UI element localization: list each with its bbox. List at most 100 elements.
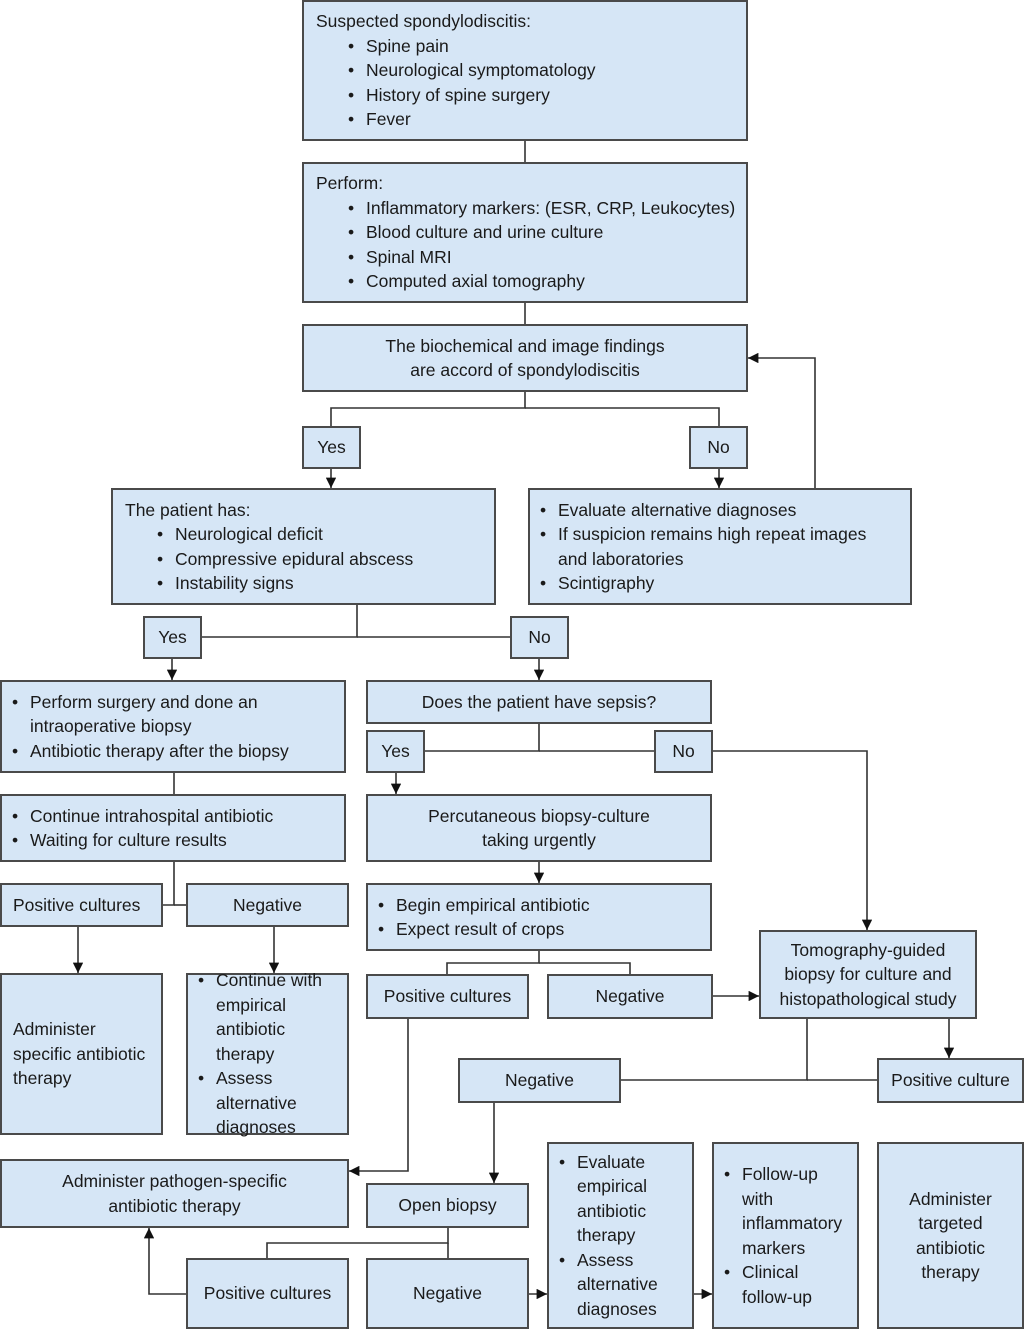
list-item: Scintigraphy (536, 571, 900, 596)
targeted-line-2: targeted (918, 1213, 983, 1233)
empirical-antibiotic-box: Begin empirical antibioticExpect result … (366, 883, 712, 951)
arrow-connector (713, 750, 873, 930)
percutaneous-line-2: taking urgently (482, 830, 596, 850)
pathogen-specific-antibiotic-box: Administer pathogen-specific antibiotic … (0, 1159, 349, 1228)
positive-cultures-1-box: Positive cultures (0, 883, 163, 927)
line-connector (330, 392, 526, 426)
patient-yes-label: Yes (143, 616, 202, 659)
alt-diag-list: Evaluate alternative diagnosesIf suspici… (536, 498, 900, 596)
continue-empirical-list: Continue with empirical antibiotic thera… (194, 968, 341, 1140)
specific-antibiotic-box: Administer specific antibiotic therapy (0, 973, 163, 1135)
patient-has-box: The patient has: Neurological deficitCom… (111, 488, 496, 605)
targeted-antibiotic-box: Administer targeted antibiotic therapy (877, 1142, 1024, 1329)
perform-tests-box: Perform: Inflammatory markers: (ESR, CRP… (302, 162, 748, 303)
targeted-line-1: Administer (909, 1188, 992, 1209)
findings-box: The biochemical and image findings are a… (302, 324, 748, 392)
positive-culture-text: Positive culture (891, 1070, 1010, 1091)
no-text: No (707, 437, 730, 458)
negative-text: Negative (504, 1070, 575, 1091)
yes-text: Yes (317, 437, 346, 458)
findings-no-label: No (689, 426, 748, 469)
list-item: Continue intrahospital antibiotic (8, 804, 336, 829)
positive-cultures-text: Positive cultures (383, 986, 512, 1007)
list-item: Computed axial tomography (316, 269, 736, 294)
list-item: Neurological symptomatology (316, 58, 736, 83)
empirical-list: Begin empirical antibioticExpect result … (374, 893, 702, 942)
yes-text: Yes (158, 627, 187, 648)
list-item: Begin empirical antibiotic (374, 893, 702, 918)
list-item: Perform surgery and done an intraoperati… (8, 690, 336, 739)
patient-no-label: No (510, 616, 569, 659)
surgery-list: Perform surgery and done an intraoperati… (8, 690, 336, 764)
negative-1-box: Negative (186, 883, 349, 927)
list-item: Blood culture and urine culture (316, 220, 736, 245)
positive-culture-3-box: Positive culture (877, 1058, 1024, 1103)
targeted-line-4: therapy (921, 1262, 980, 1282)
open-biopsy-text: Open biopsy (398, 1195, 497, 1216)
surgery-box: Perform surgery and done an intraoperati… (0, 680, 346, 773)
yes-text: Yes (381, 741, 410, 762)
arrow-connector (349, 1019, 409, 1177)
specific-antibiotic-text: Administer specific antibiotic therapy (13, 1019, 146, 1089)
percutaneous-biopsy-box: Percutaneous biopsy-culture taking urgen… (366, 794, 712, 862)
positive-cultures-text: Positive cultures (203, 1283, 332, 1304)
line-connector (539, 962, 631, 974)
list-item: Expect result of crops (374, 917, 702, 942)
list-item: Spinal MRI (316, 245, 736, 270)
findings-yes-label: Yes (302, 426, 361, 469)
continue-intrahospital-box: Continue intrahospital antibioticWaiting… (0, 794, 346, 862)
patient-has-title: The patient has: (125, 499, 251, 520)
line-connector (425, 724, 540, 752)
sepsis-question-box: Does the patient have sepsis? (366, 680, 712, 724)
list-item: Continue with empirical antibiotic thera… (194, 968, 341, 1066)
pathogen-line-2: antibiotic therapy (108, 1195, 241, 1216)
no-text: No (528, 627, 551, 648)
findings-line-1: The biochemical and image findings (385, 335, 665, 356)
sepsis-no-label: No (654, 730, 713, 773)
line-connector (266, 1228, 449, 1258)
list-item: Assess alternative diagnoses (194, 1066, 341, 1140)
follow-up-box: Follow-up with inflammatory markersClini… (712, 1142, 859, 1329)
negative-3-box: Negative (458, 1058, 621, 1103)
tomography-line-3: histopathological study (779, 988, 957, 1009)
positive-cultures-2-box: Positive cultures (366, 974, 529, 1019)
tomography-line-1: Tomography-guided (790, 939, 946, 960)
follow-up-list: Follow-up with inflammatory markersClini… (720, 1162, 851, 1309)
sepsis-yes-label: Yes (366, 730, 425, 773)
positive-cultures-4-box: Positive cultures (186, 1258, 349, 1329)
continue-intra-list: Continue intrahospital antibioticWaiting… (8, 804, 336, 853)
negative-text: Negative (412, 1283, 483, 1304)
positive-cultures-text: Positive cultures (13, 894, 141, 915)
tomography-line-2: biopsy for culture and (784, 964, 952, 985)
arrow-connector (748, 352, 816, 488)
perform-list: Inflammatory markers: (ESR, CRP, Leukocy… (316, 196, 736, 294)
targeted-line-3: antibiotic (915, 1237, 986, 1258)
list-item: If suspicion remains high repeat images … (536, 522, 900, 571)
tomography-biopsy-box: Tomography-guided biopsy for culture and… (759, 930, 977, 1019)
line-connector (525, 407, 720, 426)
alternative-diagnoses-box: Evaluate alternative diagnosesIf suspici… (528, 488, 912, 605)
list-item: Follow-up with inflammatory markers (720, 1162, 851, 1260)
negative-text: Negative (232, 894, 303, 915)
continue-empirical-box: Continue with empirical antibiotic thera… (186, 968, 349, 1137)
list-item: Fever (316, 107, 736, 132)
eval-empirical-list: Evaluate empirical antibiotic therapyAss… (555, 1150, 686, 1322)
negative-text: Negative (595, 986, 665, 1007)
list-item: Evaluate alternative diagnoses (536, 498, 900, 523)
arrow-connector (143, 1228, 186, 1295)
list-item: Neurological deficit (125, 522, 484, 547)
list-item: Assess alternative diagnoses (555, 1248, 686, 1322)
list-item: History of spine surgery (316, 83, 736, 108)
evaluate-empirical-box: Evaluate empirical antibiotic therapyAss… (547, 1142, 694, 1329)
list-item: Inflammatory markers: (ESR, CRP, Leukocy… (316, 196, 736, 221)
suspected-spondylodiscitis-box: Suspected spondylodiscitis: Spine painNe… (302, 0, 748, 141)
patient-has-list: Neurological deficitCompressive epidural… (125, 522, 484, 596)
no-text: No (672, 741, 695, 762)
list-item: Spine pain (316, 34, 736, 59)
pathogen-line-1: Administer pathogen-specific (62, 1171, 287, 1191)
open-biopsy-box: Open biopsy (366, 1183, 529, 1228)
line-connector (446, 951, 540, 974)
list-item: Antibiotic therapy after the biopsy (8, 739, 336, 764)
